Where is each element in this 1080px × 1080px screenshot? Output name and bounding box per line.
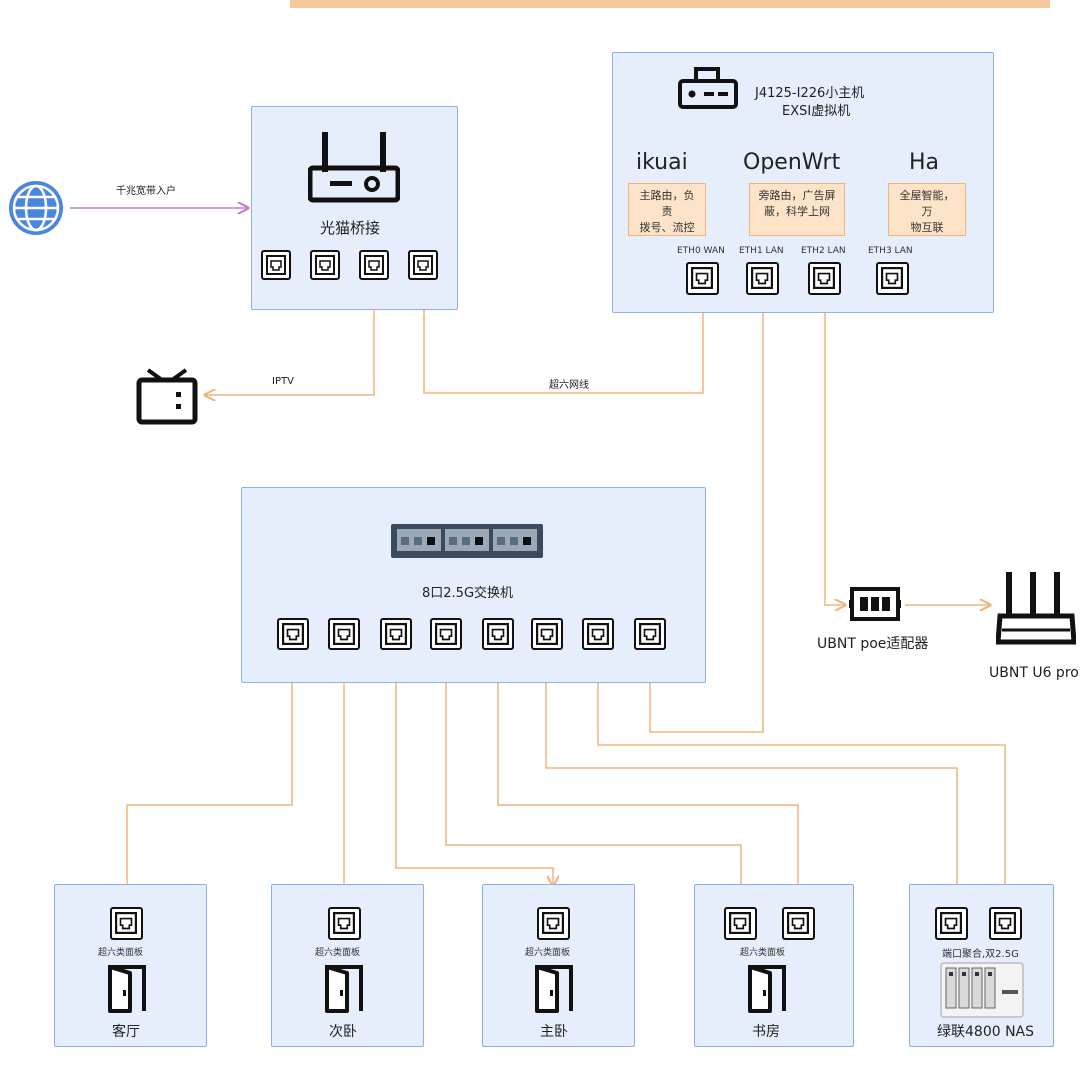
host-port-label-eth1: ETH1 LAN [739, 246, 784, 256]
internet-globe-icon [6, 178, 66, 242]
switch-port-3[interactable] [380, 618, 412, 650]
cable-label: 超六网线 [549, 380, 589, 391]
host-port-label-eth3: ETH3 LAN [868, 246, 913, 256]
wire-study-a [445, 652, 742, 884]
nas-device-icon [940, 962, 1024, 1022]
host-title-line1: J4125-I226小主机 [755, 86, 865, 101]
modem-port-2[interactable] [310, 250, 340, 280]
room-name-living: 客厅 [112, 1024, 140, 1040]
poe-label: UBNT poe适配器 [817, 636, 929, 652]
door-icon [323, 964, 365, 1014]
tv-icon [136, 368, 198, 430]
study-wall-port-2[interactable] [782, 907, 815, 940]
vm-ha-desc: 全屋智能，万 物互联 [888, 183, 966, 236]
vm-openwrt-desc: 旁路由，广告屏 蔽，科学上网 [749, 183, 845, 236]
master-wall-port[interactable] [537, 907, 570, 940]
study-wall-port-1[interactable] [724, 907, 757, 940]
nas-port-1[interactable] [935, 907, 968, 940]
study-panel-label: 超六类面板 [740, 948, 786, 958]
modem-port-4[interactable] [408, 250, 438, 280]
host-port-eth2[interactable] [808, 262, 841, 295]
switch-port-8[interactable] [634, 618, 666, 650]
wire-master [395, 652, 553, 886]
poe-wire [824, 298, 845, 605]
second-panel-label: 超六类面板 [315, 948, 361, 958]
internet-link-label: 千兆宽带入户 [116, 186, 176, 197]
vm-ha-name: Ha [909, 150, 940, 175]
wire-living [127, 652, 293, 900]
wifi-ap-icon [995, 570, 1077, 650]
door-icon [533, 964, 575, 1014]
room-name-master: 主卧 [540, 1024, 568, 1040]
host-port-label-eth0: ETH0 WAN [677, 246, 725, 256]
host-port-eth1[interactable] [746, 262, 779, 295]
modem-title: 光猫桥接 [320, 219, 381, 237]
wire-nas-b [597, 652, 1006, 884]
wire-nas-a [545, 652, 958, 884]
iptv-label: IPTV [272, 376, 294, 387]
vm-ikuai-desc: 主路由，负责 拨号、流控 [628, 183, 706, 236]
nas-name: 绿联4800 NAS [937, 1024, 1035, 1040]
router-icon [307, 128, 401, 208]
master-panel-label: 超六类面板 [525, 948, 571, 958]
switch-port-7[interactable] [582, 618, 614, 650]
poe-adapter-icon [849, 586, 901, 626]
modem-port-3[interactable] [359, 250, 389, 280]
switch-port-5[interactable] [482, 618, 514, 650]
modem-port-1[interactable] [261, 250, 291, 280]
switch-port-6[interactable] [531, 618, 563, 650]
vm-openwrt-name: OpenWrt [743, 150, 841, 175]
ap-label: UBNT U6 pro [989, 665, 1079, 681]
switch-port-4[interactable] [430, 618, 462, 650]
door-icon [106, 964, 148, 1014]
mini-pc-icon [678, 67, 738, 113]
second-wall-port[interactable] [328, 907, 361, 940]
nas-port-2[interactable] [989, 907, 1022, 940]
host-port-label-eth2: ETH2 LAN [801, 246, 846, 256]
vm-ikuai-name: ikuai [636, 150, 688, 175]
switch-title: 8口2.5G交换机 [422, 586, 514, 601]
switch-box [241, 487, 706, 683]
switch-port-1[interactable] [277, 618, 309, 650]
switch-port-2[interactable] [328, 618, 360, 650]
wan-wire [423, 290, 703, 394]
living-wall-port[interactable] [110, 907, 143, 940]
wire-study-b [497, 652, 799, 884]
living-panel-label: 超六类面板 [98, 948, 144, 958]
host-port-eth3[interactable] [876, 262, 909, 295]
nas-port-label: 端口聚合,双2.5G [942, 949, 1019, 960]
room-name-study: 书房 [752, 1024, 780, 1040]
host-port-eth0[interactable] [686, 262, 719, 295]
header-decoration [290, 0, 1050, 8]
door-icon [746, 964, 788, 1014]
host-title-line2: EXSI虚拟机 [782, 104, 851, 119]
room-name-second: 次卧 [329, 1024, 357, 1040]
iptv-wire [205, 290, 375, 395]
host-box [612, 52, 994, 313]
lan-wire [650, 298, 764, 733]
switch-icon [391, 524, 543, 562]
